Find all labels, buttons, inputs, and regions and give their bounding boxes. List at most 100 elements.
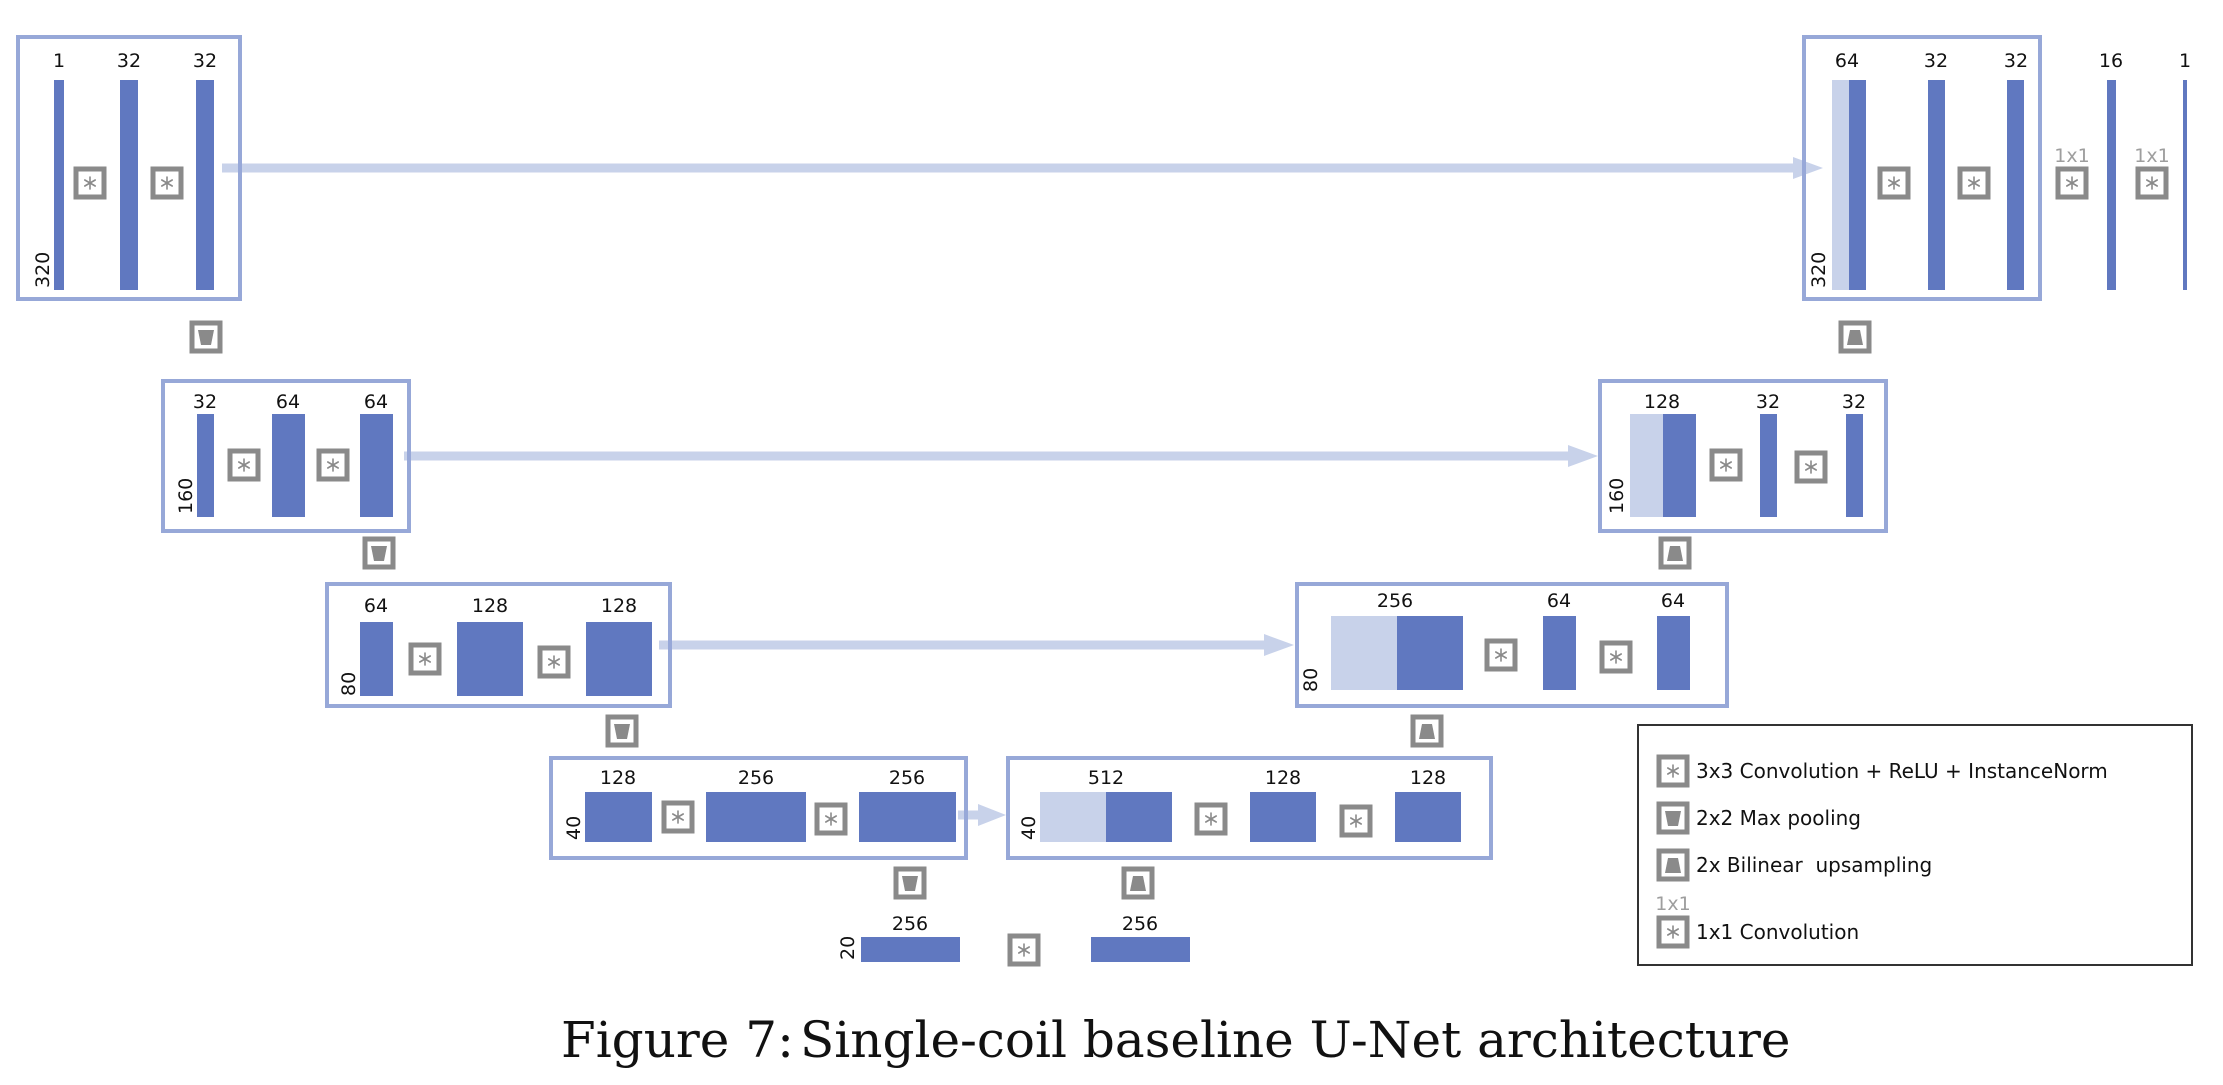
spatial-size-label: 160 xyxy=(1606,478,1628,514)
channel-label: 128 xyxy=(1265,767,1301,789)
spatial-size-label: 20 xyxy=(837,936,859,960)
feature-map xyxy=(457,622,523,696)
feature-map xyxy=(1760,414,1777,517)
decoder-level-4: 512 128 128 40 xyxy=(1006,756,1493,860)
channel-label: 32 xyxy=(1924,50,1948,72)
spatial-size-label: 320 xyxy=(1808,252,1830,288)
conv-3x3-icon xyxy=(319,451,347,479)
upsample-icon xyxy=(1659,851,1687,879)
channel-label: 128 xyxy=(472,595,508,617)
conv-3x3-icon xyxy=(153,169,181,197)
feature-map xyxy=(1846,414,1863,517)
feature-map xyxy=(197,414,214,517)
channel-label: 256 xyxy=(1377,590,1413,612)
channel-label: 256 xyxy=(1122,913,1158,935)
conv-3x3-icon xyxy=(1342,807,1370,835)
channel-label: 1 xyxy=(53,50,65,72)
channel-label: 32 xyxy=(193,391,217,413)
feature-map xyxy=(1091,937,1190,962)
feature-map xyxy=(1395,792,1461,842)
encoder-level-1: 1 32 32 320 xyxy=(16,35,242,301)
spatial-size-label: 80 xyxy=(338,672,360,696)
feature-map xyxy=(1928,80,1945,290)
upsample-icon xyxy=(1124,869,1152,897)
skip-arrow-level4 xyxy=(958,804,1006,826)
legend-sublabel: 1x1 xyxy=(1655,893,1690,915)
feature-map xyxy=(1849,80,1866,290)
channel-label: 64 xyxy=(276,391,300,413)
encoder-level-2-frame xyxy=(161,379,411,533)
channel-label: 32 xyxy=(2004,50,2028,72)
feature-map xyxy=(196,80,214,290)
feature-map xyxy=(1250,792,1316,842)
channel-label: 32 xyxy=(193,50,217,72)
conv-3x3-icon xyxy=(1197,805,1225,833)
channel-label: 64 xyxy=(364,595,388,617)
spatial-size-label: 160 xyxy=(175,478,197,514)
conv-3x3-icon xyxy=(540,648,568,676)
feature-map xyxy=(706,792,806,842)
max-pool-icon xyxy=(192,323,220,351)
skip-connections xyxy=(222,157,1823,826)
feature-map xyxy=(54,80,64,290)
legend-label: 3x3 Convolution + ReLU + InstanceNorm xyxy=(1696,759,2108,783)
conv-3x3-icon xyxy=(1602,643,1630,671)
max-pool-icon xyxy=(896,869,924,897)
max-pool-icon xyxy=(1659,804,1687,832)
skip-arrow-level3 xyxy=(659,634,1294,656)
skip-arrow-level2 xyxy=(404,445,1598,467)
feature-map xyxy=(859,792,956,842)
channel-label: 64 xyxy=(1835,50,1859,72)
channel-label: 16 xyxy=(2099,50,2123,72)
encoder-level-3: 64 128 128 80 xyxy=(325,582,672,708)
channel-label: 32 xyxy=(117,50,141,72)
decoder-level-1-frame xyxy=(1802,35,2042,301)
decoder-level-2: 128 32 32 160 xyxy=(1598,379,1888,533)
channel-label: 128 xyxy=(600,767,636,789)
decoder-level-3: 256 64 64 80 xyxy=(1295,582,1729,708)
conv-1x1-icon xyxy=(2058,169,2086,197)
feature-map xyxy=(120,80,138,290)
channel-label: 64 xyxy=(1661,590,1685,612)
channel-label: 256 xyxy=(892,913,928,935)
spatial-size-label: 40 xyxy=(563,816,585,840)
decoder-level-1: 64 32 32 320 xyxy=(1802,35,2042,301)
skip-arrow-level1 xyxy=(222,157,1823,179)
conv-3x3-icon xyxy=(817,805,845,833)
conv-3x3-icon xyxy=(411,645,439,673)
skip-feature-map xyxy=(1040,792,1106,842)
encoder-level-2: 32 64 64 160 xyxy=(161,379,411,533)
feature-map xyxy=(2107,80,2116,290)
conv-3x3-icon xyxy=(1487,641,1515,669)
channel-label: 128 xyxy=(1410,767,1446,789)
channel-label: 1 xyxy=(2179,50,2191,72)
feature-map xyxy=(1543,616,1576,690)
figure-caption: Figure 7: Single-coil baseline U-Net arc… xyxy=(561,1011,1791,1069)
caption-text: Single-coil baseline U-Net architecture xyxy=(800,1011,1791,1069)
feature-map xyxy=(586,622,652,696)
caption-prefix: Figure 7: xyxy=(561,1011,794,1069)
feature-map xyxy=(360,622,393,696)
output-head: 1x1 16 1x1 1 xyxy=(2054,50,2191,290)
conv-1x1-icon xyxy=(2138,169,2166,197)
legend-label: 2x Bilinear upsampling xyxy=(1696,853,1932,877)
conv-3x3-icon xyxy=(1010,936,1038,964)
legend-frame xyxy=(1637,724,2193,966)
feature-map xyxy=(1663,414,1696,517)
conv-3x3-icon xyxy=(76,169,104,197)
conv-3x3-icon xyxy=(230,451,258,479)
decoder-level-3-frame xyxy=(1295,582,1729,708)
conv-1x1-icon xyxy=(1659,918,1687,946)
feature-map xyxy=(1397,616,1463,690)
channel-label: 128 xyxy=(1644,391,1680,413)
channel-label: 256 xyxy=(889,767,925,789)
legend: 3x3 Convolution + ReLU + InstanceNorm 2x… xyxy=(1637,724,2193,966)
feature-map xyxy=(1106,792,1172,842)
feature-map xyxy=(861,937,960,962)
bottleneck: 256 256 20 xyxy=(837,913,1190,964)
upsample-icon xyxy=(1413,717,1441,745)
skip-feature-map xyxy=(1630,414,1663,517)
conv-3x3-icon xyxy=(1659,757,1687,785)
encoder-level-4-frame xyxy=(549,756,968,860)
